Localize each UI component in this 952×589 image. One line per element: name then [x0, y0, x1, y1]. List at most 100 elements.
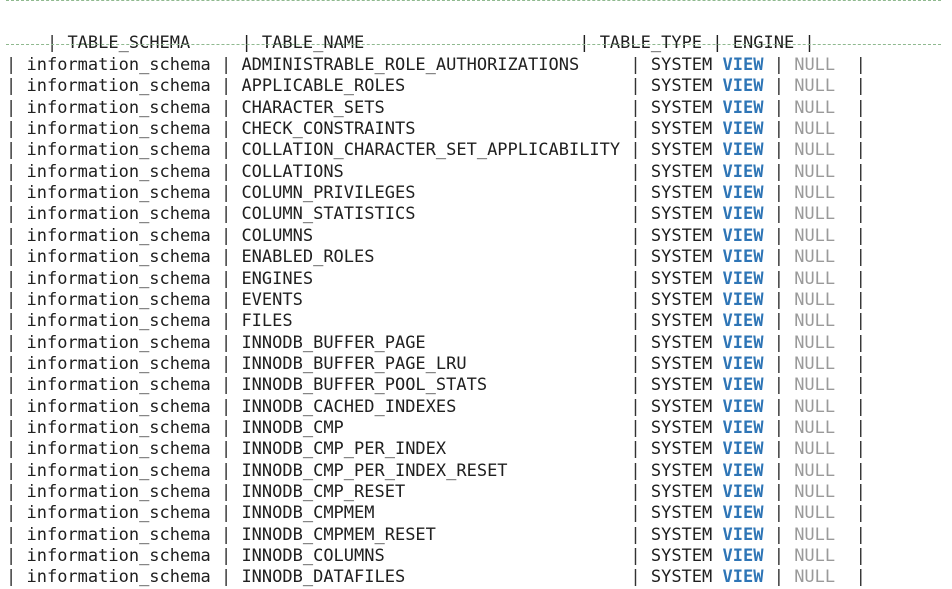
cell-table-schema: information_schema [26, 332, 211, 353]
cell-engine: NULL [794, 524, 836, 545]
cell-table-schema: information_schema [26, 503, 211, 524]
column-divider: | [763, 567, 795, 588]
column-divider: | [6, 332, 27, 353]
column-divider: | [763, 524, 795, 545]
cell-table-name: INNODB_BUFFER_PAGE [241, 332, 426, 353]
cell-table-type-keyword: VIEW [722, 482, 764, 502]
cell-engine: NULL [794, 161, 836, 182]
column-divider: | [835, 375, 866, 396]
column-divider: | [763, 482, 795, 502]
column-divider: | [210, 396, 242, 417]
cell-table-type-keyword: VIEW [722, 140, 764, 161]
table-row: | information_schema | COLLATION_CHARACT… [6, 140, 866, 161]
column-divider: | [210, 417, 242, 438]
column-divider: | [435, 524, 651, 545]
column-divider: | [210, 225, 242, 246]
header-engine: ENGINE [732, 33, 795, 54]
column-divider: | [210, 183, 242, 204]
cell-table-name: COLLATIONS [241, 161, 344, 182]
column-divider: | [6, 225, 27, 246]
column-divider: | [763, 204, 795, 225]
column-divider: | [6, 546, 27, 567]
cell-table-name: ENABLED_ROLES [241, 247, 375, 268]
header-table-schema: TABLE_SCHEMA [67, 33, 191, 54]
table-row: | information_schema | ENGINES | SYSTEM … [6, 269, 866, 290]
column-divider: | [835, 55, 866, 75]
column-divider: | [835, 546, 866, 567]
cell-engine: NULL [794, 183, 836, 204]
column-divider: | [763, 439, 795, 460]
column-divider: | [210, 97, 242, 118]
column-divider: | [384, 97, 651, 118]
cell-table-type-word: SYSTEM [650, 140, 713, 161]
cell-table-type-word: SYSTEM [650, 289, 713, 310]
table-row: | information_schema | INNODB_BUFFER_PAG… [6, 354, 866, 375]
column-divider: | [6, 55, 27, 75]
cell-table-type-keyword: VIEW [722, 225, 764, 246]
cell-table-name: INNODB_CMPMEM_RESET [241, 524, 436, 545]
column-divider: | [835, 289, 866, 310]
cell-table-type-word: SYSTEM [650, 417, 713, 438]
column-divider: | [6, 460, 27, 481]
column-divider: | [210, 311, 242, 332]
table-border-top [6, 0, 941, 1]
table-row: | information_schema | COLUMN_PRIVILEGES… [6, 183, 866, 204]
table-header-row: | TABLE_SCHEMA | TABLE_NAME | TABLE_TYPE… [46, 33, 815, 54]
cell-table-type-keyword: VIEW [722, 332, 764, 353]
column-divider: | [415, 204, 651, 225]
column-divider: | [6, 311, 27, 332]
cell-table-name: INNODB_BUFFER_PAGE_LRU [241, 353, 467, 374]
column-divider: | [835, 417, 866, 438]
column-divider: | [763, 55, 795, 75]
cell-engine: NULL [794, 396, 836, 417]
cell-engine: NULL [794, 119, 836, 140]
cell-engine: NULL [794, 332, 836, 353]
cell-table-type-word: SYSTEM [650, 311, 713, 332]
cell-engine: NULL [794, 140, 836, 161]
column-divider: | [210, 204, 242, 225]
column-divider: | [763, 140, 795, 161]
cell-table-type-word: SYSTEM [650, 97, 713, 118]
cell-table-type-keyword: VIEW [722, 204, 764, 225]
column-divider: | [763, 268, 795, 289]
cell-table-schema: information_schema [26, 439, 211, 460]
column-divider: | [6, 482, 27, 502]
column-divider: | [507, 460, 651, 481]
table-row: | information_schema | INNODB_CMP_PER_IN… [6, 439, 866, 460]
column-divider: | [763, 247, 795, 268]
column-divider: | [835, 247, 866, 268]
table-row: | information_schema | INNODB_BUFFER_PAG… [6, 333, 866, 354]
column-divider: | [6, 503, 27, 524]
column-divider: | [415, 119, 651, 140]
column-divider: | [763, 97, 795, 118]
cell-table-type-keyword: VIEW [722, 268, 764, 289]
cell-table-name: INNODB_CMP_RESET [241, 482, 406, 502]
cell-table-type-word: SYSTEM [650, 546, 713, 567]
column-divider: | [835, 204, 866, 225]
column-divider: | [6, 97, 27, 118]
cell-engine: NULL [794, 76, 836, 97]
column-divider: | [763, 119, 795, 140]
cell-table-name: FILES [241, 311, 293, 332]
cell-engine: NULL [794, 375, 836, 396]
column-divider: | [210, 140, 242, 161]
cell-table-type-word: SYSTEM [650, 524, 713, 545]
column-divider: | [835, 161, 866, 182]
table-row: | information_schema | ADMINISTRABLE_ROL… [6, 55, 866, 76]
column-divider: | [210, 76, 242, 97]
cell-table-name: COLUMNS [241, 225, 314, 246]
column-divider: | [6, 524, 27, 545]
cell-table-type-keyword: VIEW [722, 396, 764, 417]
column-divider: | [763, 503, 795, 524]
column-divider: | [835, 396, 866, 417]
table-row: | information_schema | COLUMNS | SYSTEM … [6, 226, 866, 247]
column-divider: | [763, 332, 795, 353]
column-divider: | [6, 119, 27, 140]
cell-engine: NULL [794, 289, 836, 310]
cell-table-type-word: SYSTEM [650, 375, 713, 396]
column-divider: | [6, 396, 27, 417]
cell-table-type-keyword: VIEW [722, 183, 764, 204]
column-divider: | [835, 567, 866, 588]
column-divider: | [763, 417, 795, 438]
column-divider: | [374, 503, 651, 524]
